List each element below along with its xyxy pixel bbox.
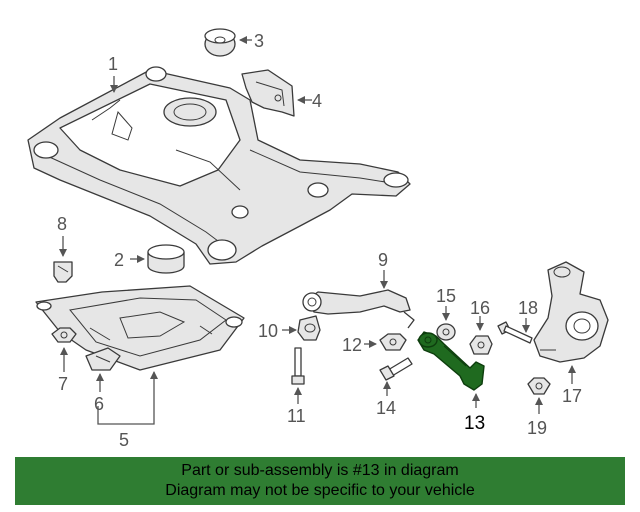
callout-19-label: 19 <box>527 418 547 438</box>
callout-12-label: 12 <box>342 335 362 355</box>
callout-18: 18 <box>518 298 538 333</box>
callout-5: 5 <box>97 371 158 450</box>
callout-7-label: 7 <box>58 374 68 394</box>
part-6-bracket[interactable] <box>85 347 121 371</box>
part-9-control-arm[interactable] <box>302 289 415 329</box>
callout-4-label: 4 <box>312 91 322 111</box>
callout-4: 4 <box>297 91 322 111</box>
callout-9-label: 9 <box>378 250 388 270</box>
part-info-banner: Part or sub-assembly is #13 in diagram D… <box>15 457 625 505</box>
callout-6-label: 6 <box>94 394 104 414</box>
part-15-nut[interactable] <box>436 323 456 341</box>
callout-1: 1 <box>108 54 118 93</box>
callout-14: 14 <box>376 381 396 418</box>
part-14-bolt[interactable] <box>379 357 413 381</box>
part-12-nut[interactable] <box>379 333 407 351</box>
callout-17: 17 <box>562 365 582 406</box>
callout-2-label: 2 <box>114 250 124 270</box>
callout-10: 10 <box>258 321 297 341</box>
part-3-mount[interactable] <box>204 28 236 57</box>
callout-13: 13 <box>464 393 485 434</box>
callout-9: 9 <box>378 250 388 289</box>
part-2-bushing[interactable] <box>147 244 185 274</box>
banner-line-1: Part or sub-assembly is #13 in diagram <box>181 462 459 479</box>
callout-3-label: 3 <box>254 31 264 51</box>
callout-15: 15 <box>436 286 456 321</box>
part-11-bolt[interactable] <box>291 347 305 385</box>
callout-3: 3 <box>239 31 264 51</box>
part-19-nut[interactable] <box>527 377 551 395</box>
part-8-clip-nut[interactable] <box>53 261 73 283</box>
parts-diagram: 1 3 4 2 8 <box>27 28 609 450</box>
callout-18-label: 18 <box>518 298 538 318</box>
callout-5-label: 5 <box>119 430 129 450</box>
part-1-subframe[interactable] <box>27 66 411 265</box>
callout-8-label: 8 <box>57 214 67 234</box>
part-5-splash-shield[interactable] <box>35 285 245 371</box>
callout-19: 19 <box>527 397 547 438</box>
callout-14-label: 14 <box>376 398 396 418</box>
part-4-bracket[interactable] <box>241 69 295 117</box>
part-16-nut[interactable] <box>469 335 493 355</box>
callout-11-label: 11 <box>287 406 306 426</box>
banner-line-2: Diagram may not be specific to your vehi… <box>165 482 475 499</box>
part-17-knuckle[interactable] <box>533 261 609 363</box>
part-7-nut[interactable] <box>51 327 77 343</box>
callout-12: 12 <box>342 335 377 355</box>
callout-10-label: 10 <box>258 321 278 341</box>
callout-16: 16 <box>470 298 490 331</box>
part-18-bolt[interactable] <box>497 321 533 344</box>
part-10-bushing[interactable] <box>297 315 321 341</box>
callout-7: 7 <box>58 347 68 394</box>
callout-8: 8 <box>57 214 67 257</box>
callout-13-label: 13 <box>464 413 485 434</box>
callout-2: 2 <box>114 250 145 270</box>
callout-17-label: 17 <box>562 386 582 406</box>
callout-15-label: 15 <box>436 286 456 306</box>
callout-1-label: 1 <box>108 54 118 74</box>
callout-11: 11 <box>287 387 306 426</box>
callout-16-label: 16 <box>470 298 490 318</box>
part-13-link-arm[interactable] <box>417 331 485 391</box>
callout-6: 6 <box>94 373 104 414</box>
